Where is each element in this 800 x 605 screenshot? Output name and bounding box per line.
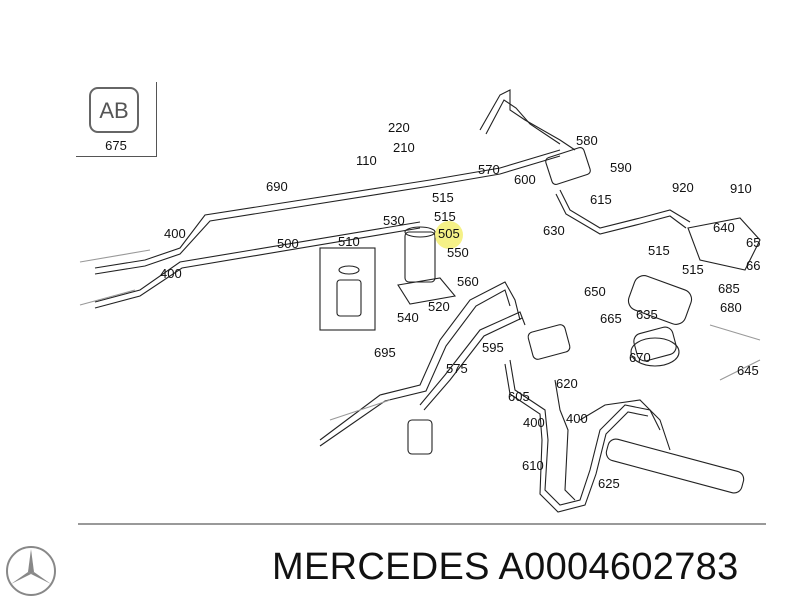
part-number-label: 220	[388, 120, 410, 135]
part-number-label: 645	[737, 363, 759, 378]
part-number-label: 400	[523, 415, 545, 430]
part-number-label: 605	[508, 389, 530, 404]
ab-icon: AB 675	[89, 87, 139, 153]
ab-icon-box: AB 675	[76, 82, 157, 157]
ab-icon-number: 675	[105, 138, 127, 153]
part-number-label: 635	[636, 307, 658, 322]
part-number-label: 400	[160, 266, 182, 281]
part-number-label: 665	[600, 311, 622, 326]
steering-box-640	[687, 217, 761, 271]
part-number-label: 690	[266, 179, 288, 194]
part-number-label: 110	[356, 153, 377, 168]
ab-icon-text: AB	[99, 98, 128, 123]
reservoir	[407, 419, 433, 455]
part-number-label: 400	[164, 226, 186, 241]
highlight-505	[435, 221, 463, 249]
part-number-label: 695	[374, 345, 396, 360]
part-number-label: 515	[648, 243, 670, 258]
part-number-label: 540	[397, 310, 419, 325]
part-caption: MERCEDES A0004602783	[272, 546, 739, 588]
part-number-label: 630	[543, 223, 565, 238]
part-number-label: 505	[438, 226, 460, 241]
part-number-label: 515	[432, 190, 454, 205]
part-number-label: 610	[522, 458, 544, 473]
pipe-690	[94, 149, 561, 269]
filter-inset-510	[319, 247, 376, 331]
part-number-label: 530	[383, 213, 405, 228]
cylinder-635	[627, 275, 693, 325]
part-number-label: 595	[482, 340, 504, 355]
rack-625	[605, 438, 745, 494]
part-number-label: 620	[556, 376, 578, 391]
part-number-label: 625	[598, 476, 620, 491]
part-number-label: 600	[514, 172, 536, 187]
part-number-label: 640	[713, 220, 735, 235]
part-number-label: 550	[447, 245, 469, 260]
part-number-label: 920	[672, 180, 694, 195]
pump-580	[545, 146, 591, 186]
part-number-label: 580	[576, 133, 598, 148]
part-number-label: 680	[720, 300, 742, 315]
part-number-label: 570	[478, 162, 500, 177]
part-number-label: 910	[730, 181, 752, 196]
filter-505	[404, 231, 436, 283]
part-number-label: 615	[590, 192, 612, 207]
part-number-label: 560	[457, 274, 479, 289]
part-number-label: 515	[682, 262, 704, 277]
part-number-label: 590	[610, 160, 632, 175]
bellows-670	[633, 326, 677, 362]
part-number-label: 520	[428, 299, 450, 314]
mercedes-star-icon	[4, 544, 58, 598]
part-number-label: 210	[393, 140, 415, 155]
pump-595	[527, 324, 571, 360]
part-number-label: 685	[718, 281, 740, 296]
part-number-label: 500	[277, 236, 299, 251]
part-number-label: 650	[584, 284, 606, 299]
pipe-500	[94, 221, 421, 303]
part-number-label: 66	[746, 258, 760, 273]
part-number-label: 400	[566, 411, 588, 426]
part-number-label: 510	[338, 234, 360, 249]
part-number-label: 575	[446, 361, 468, 376]
part-number-label: 515	[434, 209, 456, 224]
part-number-label: 65	[746, 235, 760, 250]
part-number-label: 670	[629, 350, 651, 365]
